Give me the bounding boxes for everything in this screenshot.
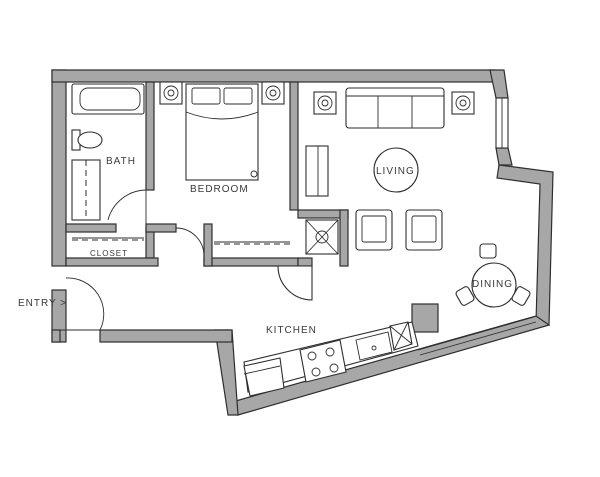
sofa (345, 87, 445, 129)
end-table-right (451, 91, 475, 115)
bedroom-label: BEDROOM (190, 184, 249, 195)
closet-shelf (72, 237, 144, 241)
entry-door (60, 277, 105, 331)
bath-door (107, 189, 147, 228)
window-bottom (417, 316, 537, 356)
bedroom-closet (214, 241, 290, 245)
nightstand-right (261, 81, 285, 105)
window-right (495, 97, 509, 149)
armchair-right (405, 209, 443, 251)
dining-label: DINING (472, 279, 513, 290)
washer-dryer (305, 219, 339, 255)
utility-door (277, 265, 313, 301)
bed (185, 83, 259, 181)
vanity (71, 159, 101, 221)
sink (355, 331, 393, 361)
coffee-table (373, 147, 419, 193)
bedroom-door (175, 227, 205, 257)
dishwasher (389, 321, 413, 351)
refrigerator (243, 357, 285, 397)
closet-label: CLOSET (90, 249, 128, 258)
living-label: LIVING (376, 166, 415, 177)
bath-label: BATH (106, 156, 136, 167)
bathtub (71, 83, 145, 115)
stove (299, 339, 347, 383)
toilet (71, 129, 103, 151)
nightstand-left (159, 81, 183, 105)
kitchen-label: KITCHEN (266, 325, 317, 336)
entry-label: ENTRY > (18, 298, 67, 309)
armchair-left (355, 209, 393, 251)
dining-chairs (455, 243, 531, 306)
end-table-left (313, 91, 337, 115)
dining-table (471, 262, 517, 308)
wardrobe (305, 145, 329, 197)
